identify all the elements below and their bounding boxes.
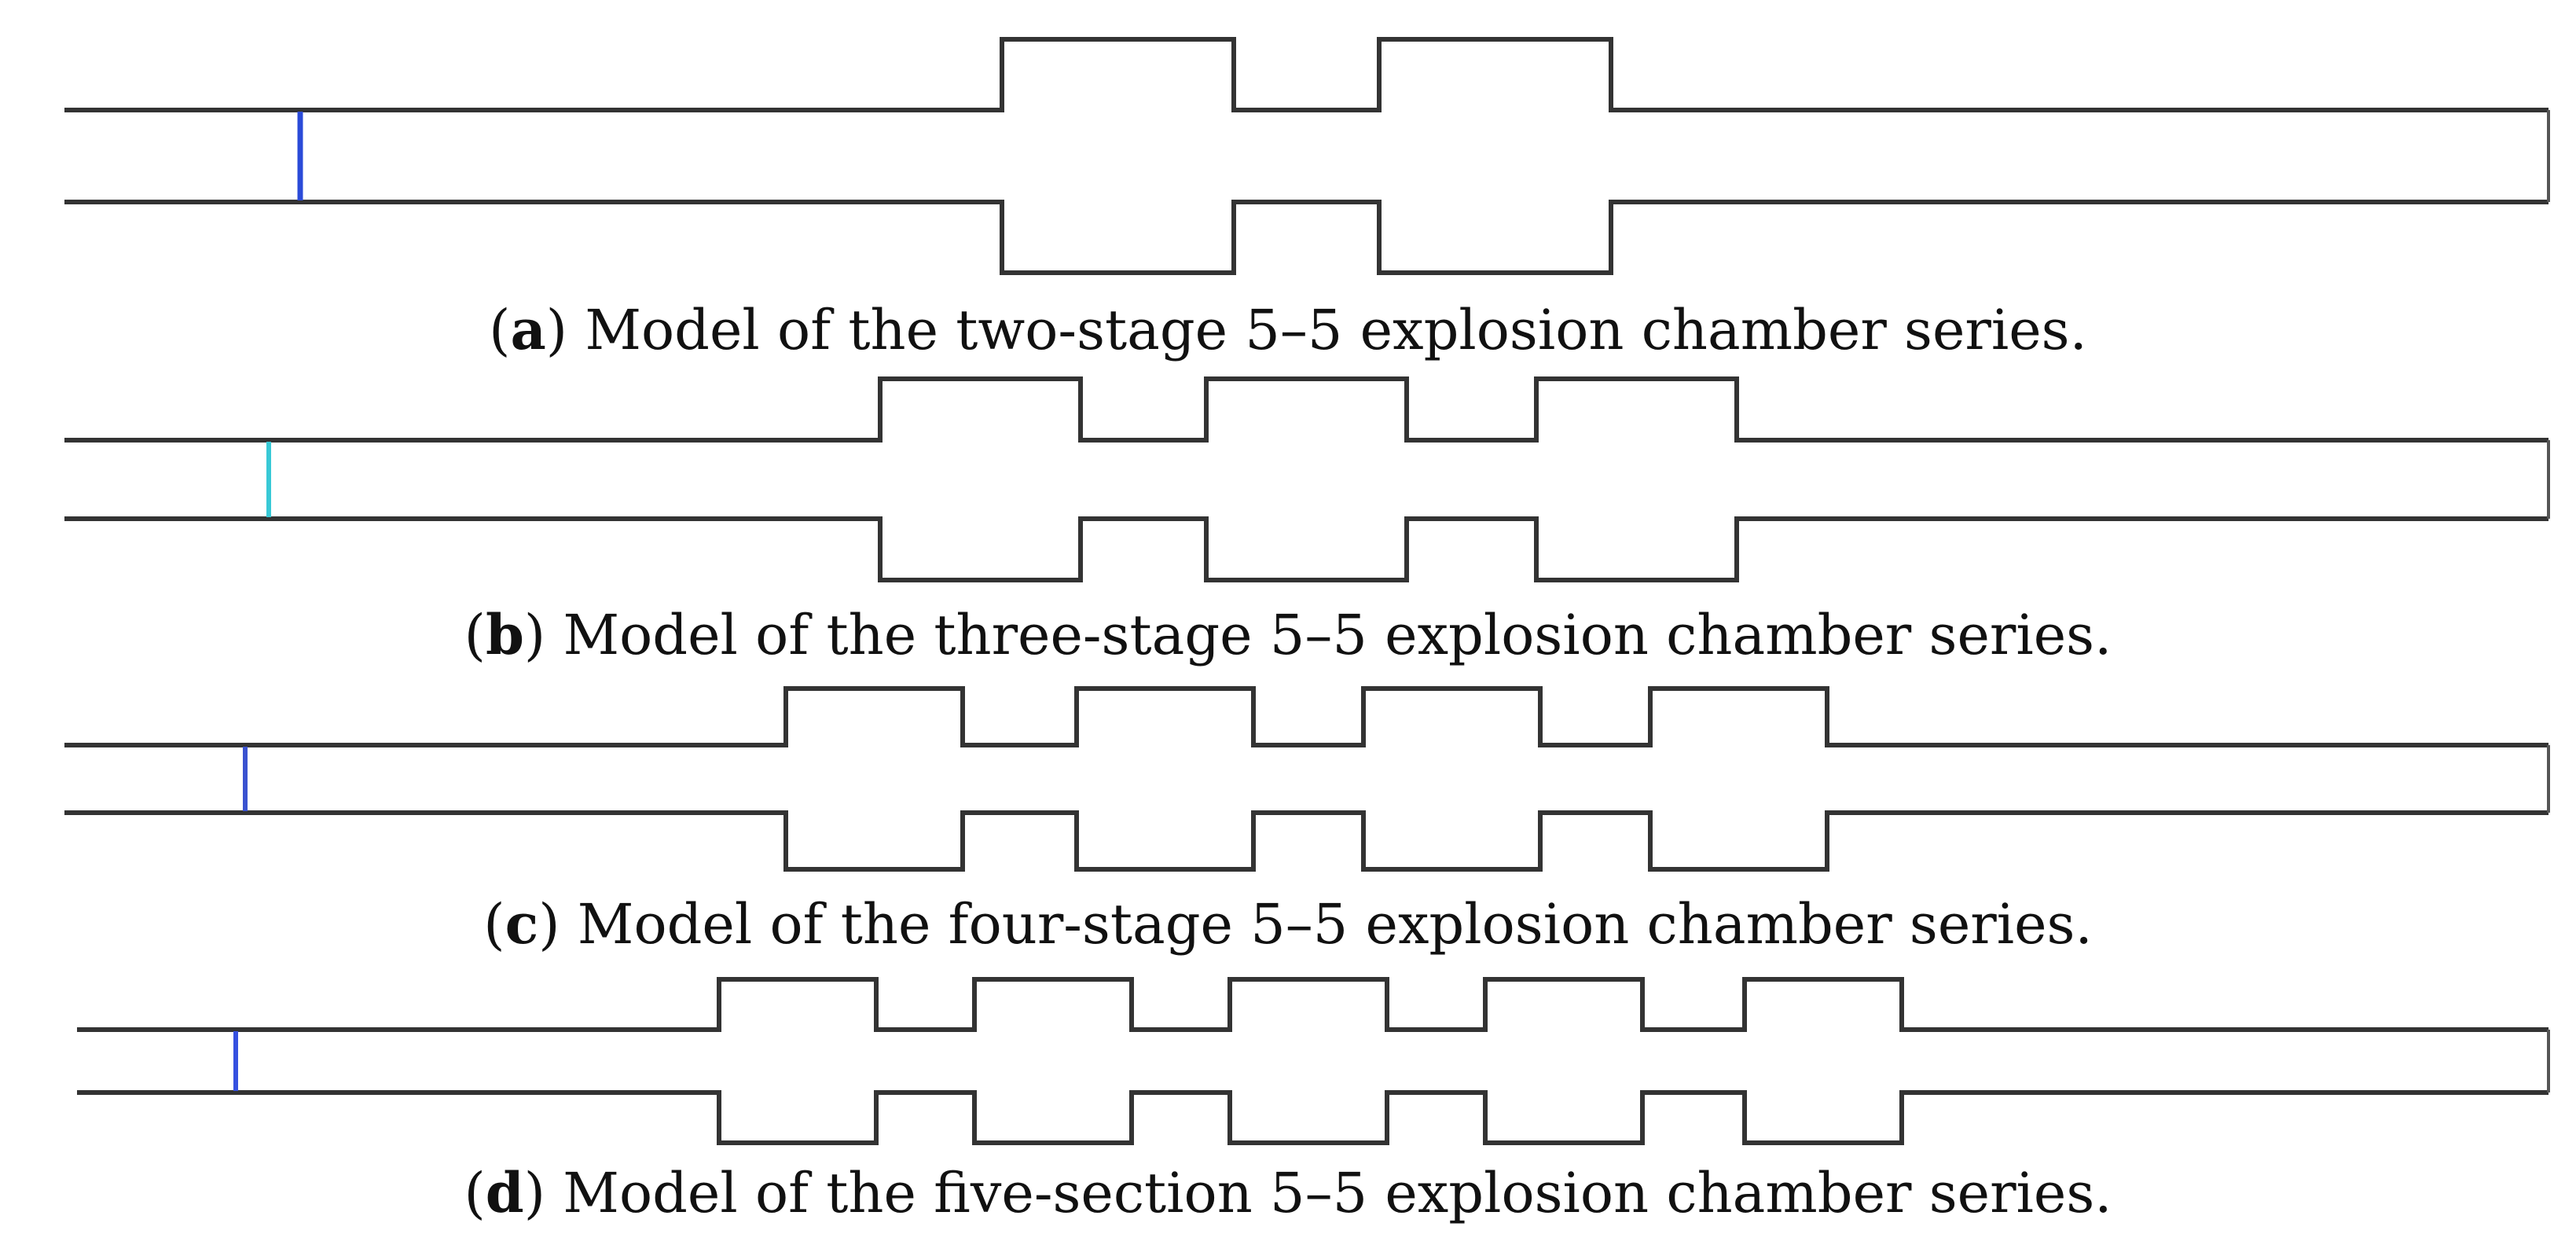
caption-text: Model of the two-stage 5–5 explosion cha… [585,298,2087,362]
chamber-model-a [64,37,2550,275]
pipe-top-wall [64,686,2548,747]
pipe-top-wall [77,977,2548,1032]
caption-letter: b [485,602,524,667]
chamber-model-b [64,376,2550,582]
pipe-bottom-wall [64,200,2548,275]
caption-c: (c) Model of the four-stage 5–5 explosio… [483,891,2093,957]
caption-a: (a) Model of the two-stage 5–5 explosion… [489,297,2087,362]
panel-b: (b) Model of the three-stage 5–5 explosi… [0,369,2576,676]
caption-letter: a [510,297,546,362]
panel-a: (a) Model of the two-stage 5–5 explosion… [0,0,2576,377]
panel-d: (d) Model of the five-section 5–5 explos… [0,968,2576,1256]
caption-letter: d [485,1160,524,1225]
caption-text: Model of the four-stage 5–5 explosion ch… [577,892,2093,957]
pipe-bottom-wall [64,810,2548,872]
chamber-model-c [64,686,2550,872]
caption-text: Model of the three-stage 5–5 explosion c… [563,603,2112,667]
caption-b: (b) Model of the three-stage 5–5 explosi… [464,602,2112,667]
pipe-top-wall [64,376,2548,443]
pipe-bottom-wall [64,516,2548,582]
caption-letter: c [505,891,539,957]
pipe-bottom-wall [77,1090,2548,1145]
caption-d: (d) Model of the five-section 5–5 explos… [464,1160,2112,1225]
panel-c: (c) Model of the four-stage 5–5 explosio… [0,678,2576,968]
chamber-model-d [77,977,2550,1145]
caption-text: Model of the five-section 5–5 explosion … [563,1161,2112,1225]
pipe-top-wall [64,37,2548,112]
